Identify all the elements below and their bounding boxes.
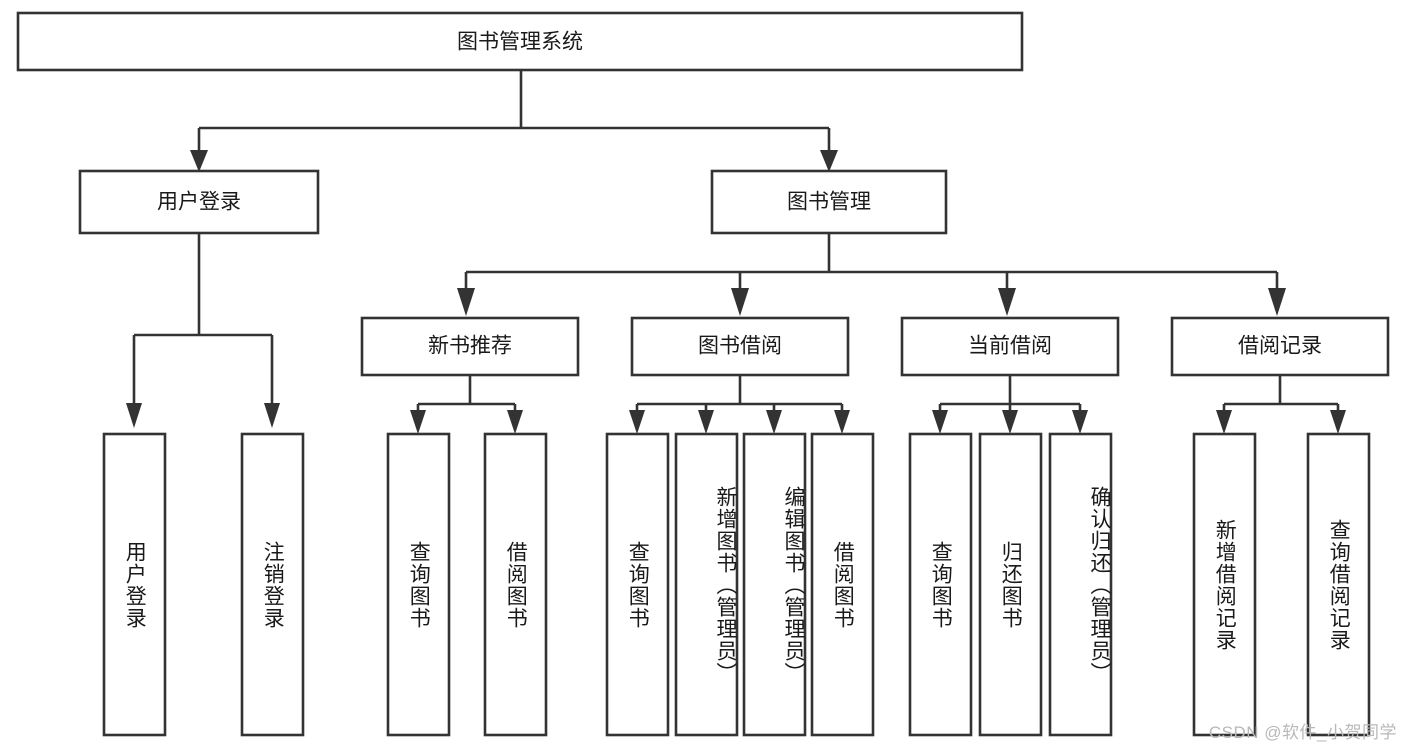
leaf-box-query-book-3[interactable] xyxy=(908,432,973,737)
leaf-boxes-borrow-record[interactable] xyxy=(1192,432,1371,737)
connector-newbook-to-leaves xyxy=(410,375,523,434)
borrow-record-box[interactable] xyxy=(1170,316,1390,377)
connector-borrowrecord-to-leaves xyxy=(1216,375,1346,434)
leaf-box-query-book-2[interactable] xyxy=(605,432,670,737)
connector-root-to-level2 xyxy=(190,70,838,172)
node-borrow-record[interactable]: 借阅记录 xyxy=(1170,316,1390,377)
leaf-box-add-borrow-record[interactable] xyxy=(1192,432,1257,737)
root-box[interactable] xyxy=(16,11,1024,72)
leaf-box-logout[interactable] xyxy=(240,432,305,737)
leaf-boxes-user-login[interactable] xyxy=(102,432,305,737)
node-book-borrow[interactable]: 图书借阅 xyxy=(630,316,850,377)
user-login-label: 用户登录 xyxy=(157,191,241,214)
book-borrow-label: 图书借阅 xyxy=(698,335,782,358)
node-new-book-recommend[interactable]: 新书推荐 xyxy=(360,316,580,377)
connector-bookborrow-to-leaves xyxy=(629,375,850,434)
root-label: 图书管理系统 xyxy=(457,31,583,54)
leaf-box-query-book-1[interactable] xyxy=(386,432,451,737)
leaf-box-confirm-return-admin[interactable] xyxy=(1048,432,1113,737)
leaf-box-return-book[interactable] xyxy=(978,432,1043,737)
leaf-boxes-book-borrow[interactable] xyxy=(605,432,875,737)
connector-bookmgmt-to-level3 xyxy=(457,233,1286,316)
watermark-text: CSDN @软件_小贺同学 xyxy=(1208,723,1397,742)
book-management-label: 图书管理 xyxy=(787,191,871,214)
node-user-login[interactable]: 用户登录 xyxy=(78,169,320,235)
leaf-boxes-new-book-recommend[interactable] xyxy=(386,432,548,737)
leaf-boxes-current-borrow[interactable] xyxy=(908,432,1113,737)
connector-userlogin-to-leaves xyxy=(126,233,280,428)
book-borrow-box[interactable] xyxy=(630,316,850,377)
leaf-box-edit-book-admin[interactable] xyxy=(742,432,807,737)
leaf-box-add-book-admin[interactable] xyxy=(674,432,739,737)
leaf-box-borrow-book-2[interactable] xyxy=(810,432,875,737)
leaf-box-query-borrow-record[interactable] xyxy=(1306,432,1371,737)
connector-currentborrow-to-leaves xyxy=(932,375,1088,434)
user-login-box[interactable] xyxy=(78,169,320,235)
new-book-recommend-box[interactable] xyxy=(360,316,580,377)
current-borrow-label: 当前借阅 xyxy=(968,335,1052,358)
book-management-box[interactable] xyxy=(710,169,948,235)
node-book-management[interactable]: 图书管理 xyxy=(710,169,948,235)
current-borrow-box[interactable] xyxy=(900,316,1120,377)
leaf-box-borrow-book-1[interactable] xyxy=(483,432,548,737)
leaf-box-user-login[interactable] xyxy=(102,432,167,737)
borrow-record-label: 借阅记录 xyxy=(1238,335,1322,358)
node-root[interactable]: 图书管理系统 xyxy=(16,11,1024,72)
new-book-recommend-label: 新书推荐 xyxy=(428,335,512,358)
node-current-borrow[interactable]: 当前借阅 xyxy=(900,316,1120,377)
